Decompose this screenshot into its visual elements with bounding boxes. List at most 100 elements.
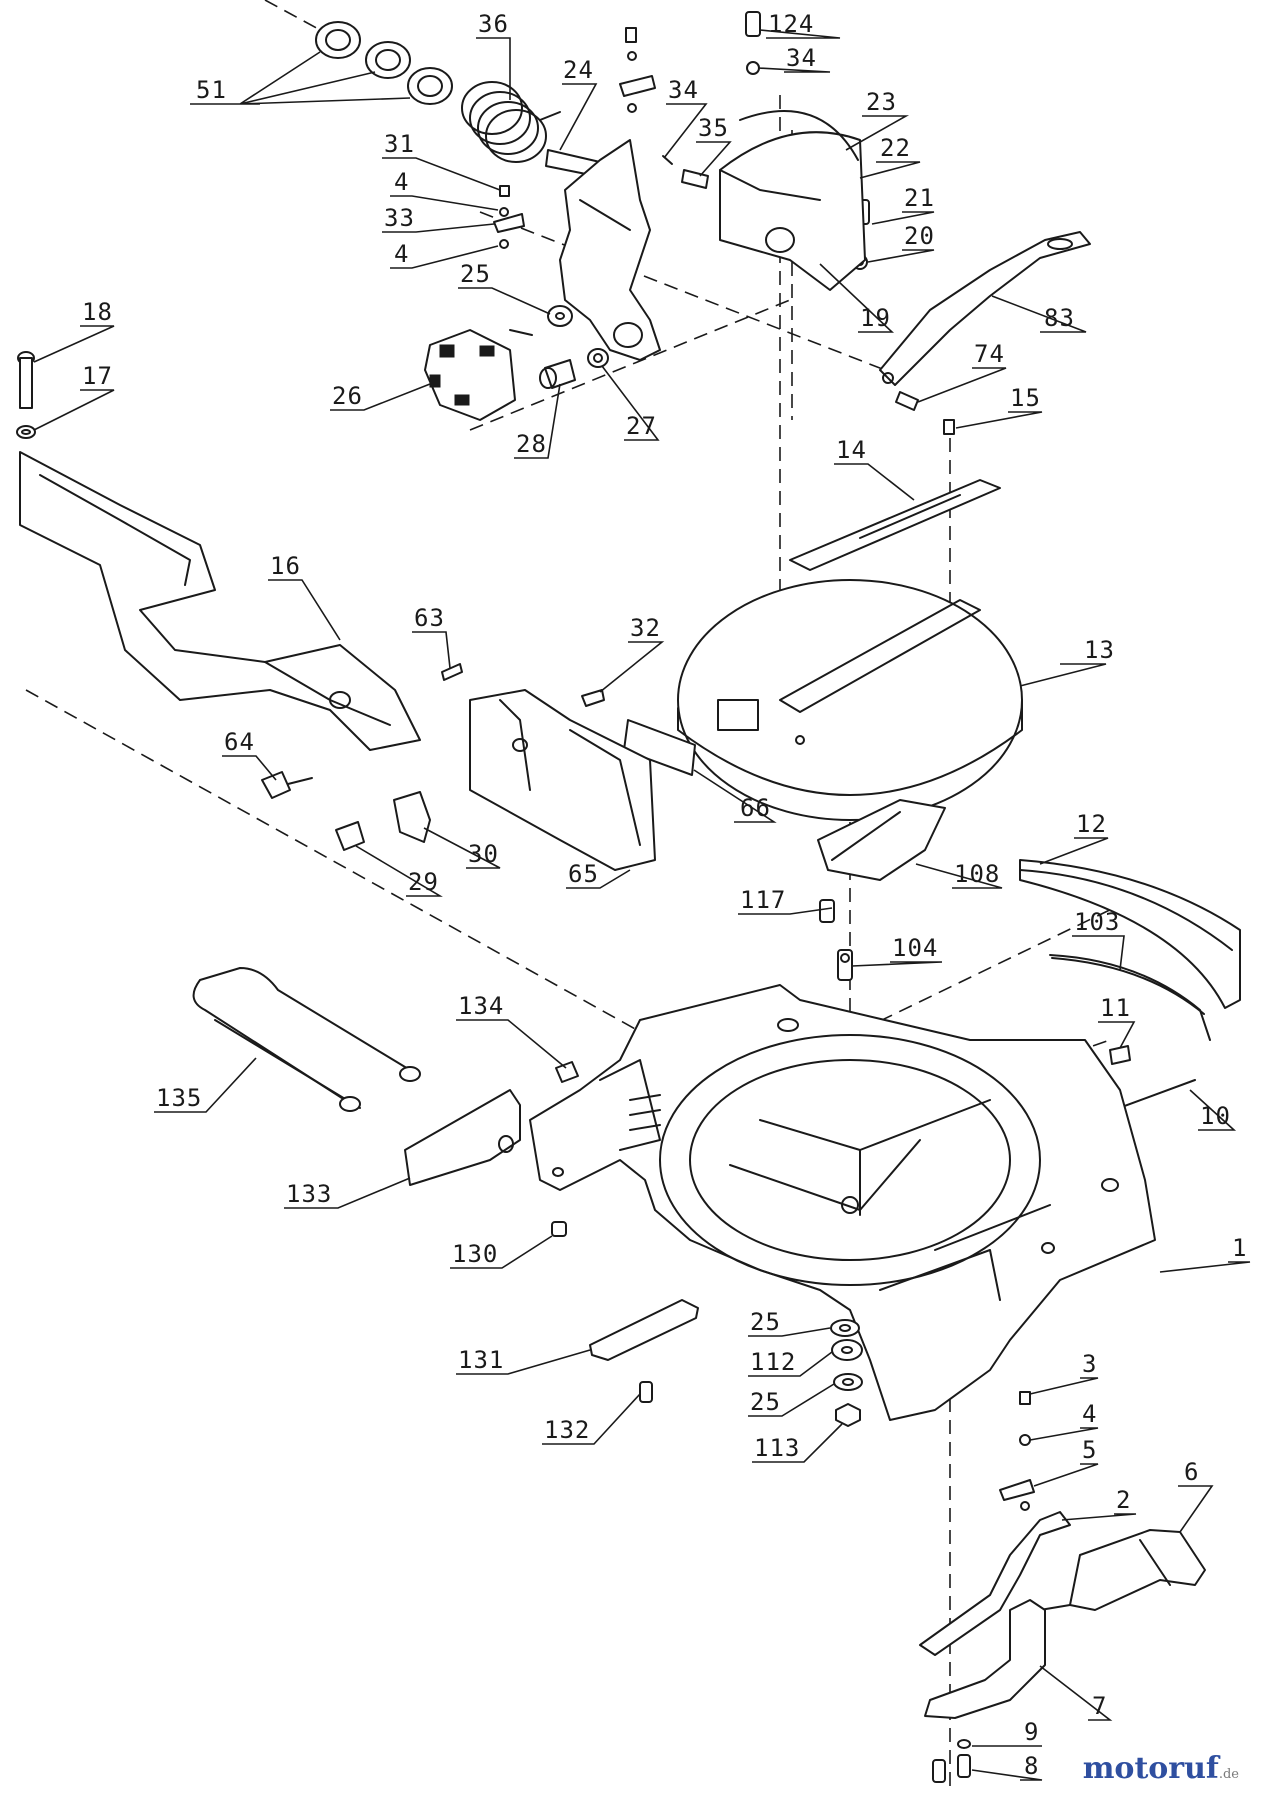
part-13-turntable [677, 579, 1023, 821]
callout: 3 [1029, 1350, 1099, 1395]
svg-text:65: 65 [568, 860, 599, 888]
svg-text:15: 15 [1010, 384, 1041, 412]
svg-text:83: 83 [1044, 304, 1075, 332]
part-3-4-5-fasteners [999, 1391, 1035, 1511]
part-74-screw [895, 391, 919, 411]
svg-text:19: 19 [860, 304, 891, 332]
svg-text:17: 17 [82, 362, 113, 390]
svg-text:103: 103 [1074, 908, 1120, 936]
svg-text:112: 112 [750, 1348, 796, 1376]
part-27-washer [587, 348, 609, 368]
part-12-miter-scale [1019, 859, 1241, 1009]
callout: 64 [222, 728, 277, 781]
part-26-rotor [424, 329, 533, 421]
callout: 28 [514, 383, 561, 459]
part-117-screw [819, 899, 835, 923]
svg-text:30: 30 [468, 840, 499, 868]
part-32-screw [581, 689, 605, 707]
callout: 66 [693, 769, 777, 823]
svg-text:113: 113 [754, 1434, 800, 1462]
svg-text:66: 66 [740, 794, 771, 822]
callout: 25 [458, 260, 551, 315]
callout: 35 [696, 114, 732, 177]
callout: 9 [972, 1718, 1042, 1747]
svg-text:104: 104 [892, 934, 938, 962]
callout: 34 [757, 44, 831, 73]
svg-text:133: 133 [286, 1180, 332, 1208]
callout: 17 [33, 362, 115, 431]
callout: 108 [915, 860, 1003, 889]
callout: 21 [871, 184, 935, 225]
callout: 32 [599, 614, 665, 693]
callout: 104 [851, 934, 943, 967]
part-65-fence-right [469, 689, 656, 871]
svg-text:64: 64 [224, 728, 255, 756]
part-130-foot [551, 1221, 567, 1237]
svg-text:14: 14 [836, 436, 867, 464]
callout: 65 [566, 860, 631, 889]
svg-text:33: 33 [384, 204, 415, 232]
svg-text:36: 36 [478, 10, 509, 38]
svg-text:21: 21 [904, 184, 935, 212]
svg-text:4: 4 [394, 240, 409, 268]
callout: 26 [330, 382, 431, 411]
callout: 7 [1039, 1665, 1113, 1721]
callout: 117 [738, 886, 833, 915]
part-63-pin [441, 663, 463, 681]
callouts: 51 36 24 124 34 34 35 23 22 31 4 33 4 21… [33, 10, 1251, 1781]
svg-text:3: 3 [1082, 1350, 1097, 1378]
svg-text:4: 4 [394, 168, 409, 196]
svg-text:2: 2 [1116, 1486, 1131, 1514]
part-103-cable [1049, 954, 1211, 1041]
callout: 27 [601, 365, 660, 441]
svg-text:8: 8 [1024, 1752, 1039, 1780]
callout: 8 [971, 1752, 1043, 1781]
callout: 12 [1039, 810, 1109, 865]
part-11-screw [1109, 1045, 1131, 1065]
part-16-fence-left [19, 451, 421, 751]
callout: 30 [423, 827, 501, 869]
svg-text:117: 117 [740, 886, 786, 914]
part-17-washer [16, 425, 36, 439]
callout: 4 [390, 240, 499, 269]
part-83-link [879, 231, 1091, 386]
part-133-extension [404, 1089, 521, 1186]
svg-text:16: 16 [270, 552, 301, 580]
callout: 132 [542, 1393, 641, 1445]
callout: 23 [845, 88, 910, 151]
svg-text:11: 11 [1100, 994, 1131, 1022]
svg-text:132: 132 [544, 1416, 590, 1444]
callout: 25 [748, 1383, 835, 1417]
callout: 11 [1098, 994, 1136, 1049]
callout: 15 [955, 384, 1043, 429]
svg-text:34: 34 [668, 76, 699, 104]
part-108-deflector [817, 799, 946, 881]
part-104-screw [837, 949, 853, 981]
callout: 22 [859, 134, 921, 179]
part-132-screw [639, 1381, 653, 1403]
svg-text:51: 51 [196, 76, 227, 104]
callout: 33 [382, 204, 495, 233]
watermark-brand: motoruf [1082, 1751, 1219, 1786]
svg-text:12: 12 [1076, 810, 1107, 838]
callout: 4 [390, 168, 499, 211]
part-1-base [529, 984, 1156, 1421]
callout: 130 [450, 1235, 553, 1269]
callout: 10 [1189, 1089, 1237, 1131]
part-6-handle [1039, 1529, 1206, 1611]
callout: 2 [1061, 1486, 1137, 1521]
svg-text:26: 26 [332, 382, 363, 410]
callout: 51 [190, 51, 411, 105]
part-15-screw [943, 419, 955, 435]
svg-text:22: 22 [880, 134, 911, 162]
svg-text:5: 5 [1082, 1436, 1097, 1464]
part-64-knob [261, 771, 313, 799]
callout: 4 [1029, 1400, 1099, 1441]
svg-text:9: 9 [1024, 1718, 1039, 1746]
svg-text:6: 6 [1184, 1458, 1199, 1486]
part-22-blade-guard [719, 110, 866, 291]
callout: 16 [268, 552, 341, 641]
svg-text:7: 7 [1092, 1692, 1107, 1720]
svg-text:124: 124 [768, 10, 814, 38]
svg-text:135: 135 [156, 1084, 202, 1112]
